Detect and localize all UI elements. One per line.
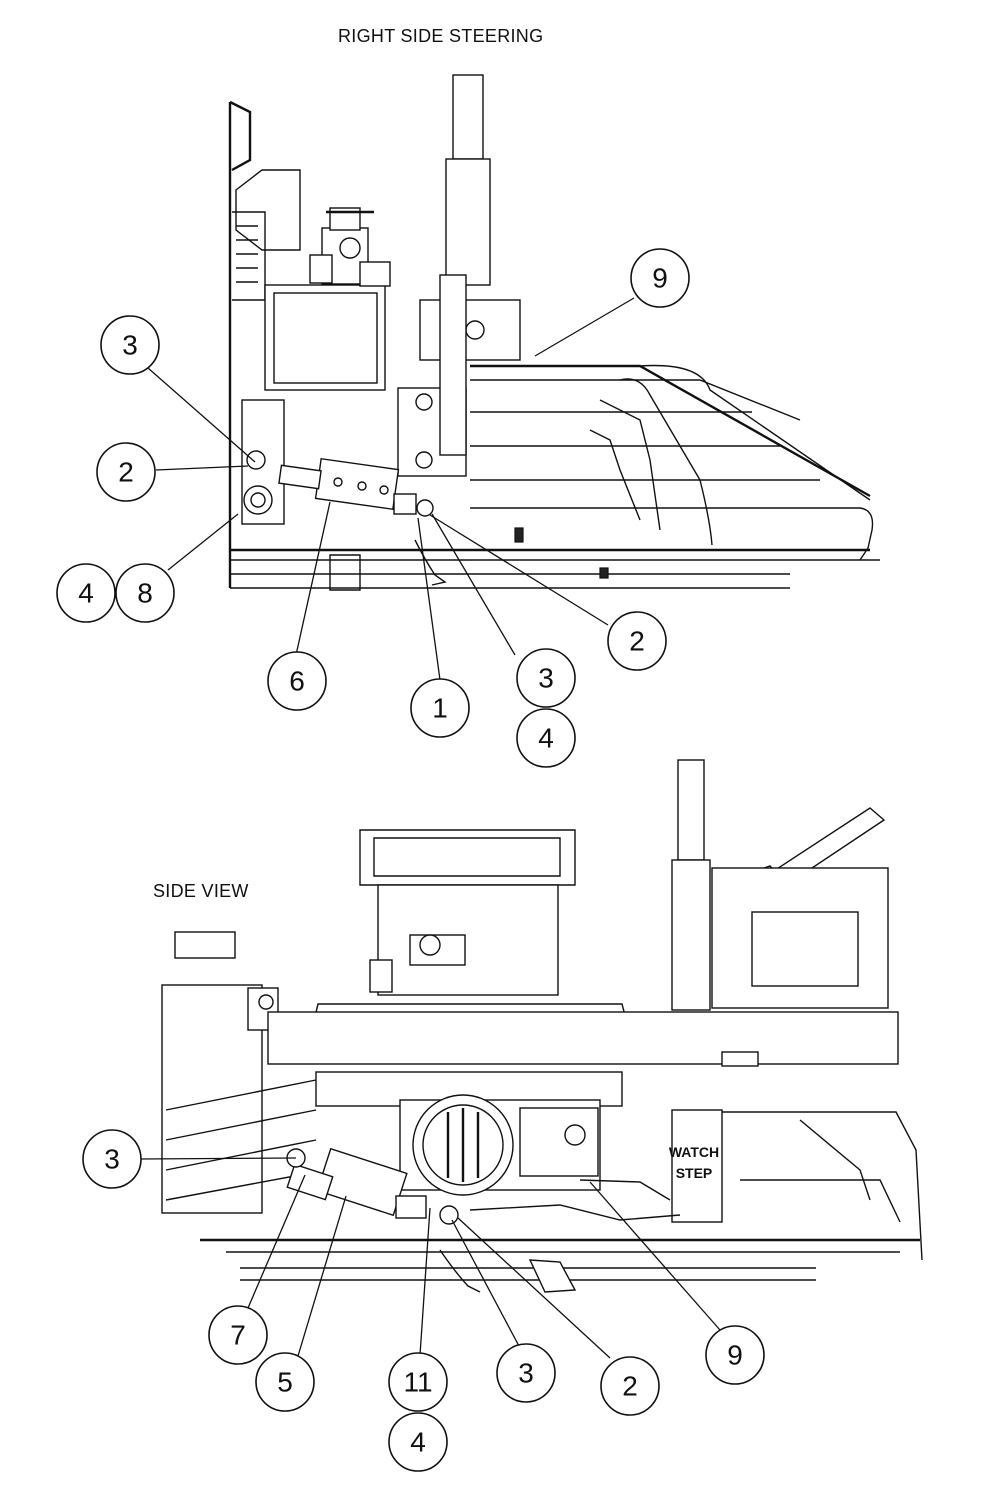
- top-view-drawing: [228, 74, 880, 591]
- svg-text:3: 3: [122, 330, 138, 361]
- svg-text:8: 8: [137, 578, 153, 609]
- callout-2-side: 2: [600, 1356, 660, 1416]
- side-view-callouts: 3 7 5 11 4 3 2 9: [82, 1129, 765, 1472]
- callout-3-center: 3: [516, 648, 576, 708]
- svg-text:3: 3: [104, 1144, 120, 1175]
- svg-text:7: 7: [230, 1320, 246, 1351]
- top-view-caption: RIGHT SIDE STEERING: [338, 26, 544, 46]
- side-view-drawing: allen WATCH STEP: [161, 759, 923, 1293]
- svg-text:4: 4: [410, 1427, 426, 1458]
- callout-5: 5: [255, 1352, 315, 1412]
- svg-text:2: 2: [629, 626, 645, 657]
- svg-text:1: 1: [432, 693, 448, 724]
- callout-4-side: 4: [388, 1412, 448, 1472]
- svg-text:2: 2: [118, 457, 134, 488]
- callout-2-right: 2: [607, 611, 667, 671]
- callout-8-left: 8: [115, 563, 175, 623]
- svg-text:11: 11: [403, 1367, 432, 1398]
- svg-text:5: 5: [277, 1367, 293, 1398]
- watch-label: WATCH: [669, 1144, 719, 1160]
- svg-text:4: 4: [538, 723, 554, 754]
- callout-11: 11: [388, 1352, 448, 1412]
- callout-7: 7: [208, 1305, 268, 1365]
- svg-text:6: 6: [289, 666, 305, 697]
- callout-1: 1: [410, 678, 470, 738]
- svg-text:9: 9: [652, 263, 668, 294]
- step-label: STEP: [676, 1165, 713, 1181]
- callout-3-upper-left: 3: [100, 315, 160, 375]
- svg-text:2: 2: [622, 1371, 638, 1402]
- callout-3-side-center: 3: [496, 1343, 556, 1403]
- svg-text:3: 3: [518, 1358, 534, 1389]
- svg-text:9: 9: [727, 1340, 743, 1371]
- svg-text:4: 4: [78, 578, 94, 609]
- side-view-caption: SIDE VIEW: [153, 881, 249, 901]
- callout-6: 6: [267, 651, 327, 711]
- top-view-callouts: 3 2 4 8 6 1 3 4: [56, 248, 690, 768]
- callout-9-top: 9: [630, 248, 690, 308]
- callout-9-side: 9: [705, 1325, 765, 1385]
- svg-text:3: 3: [538, 663, 554, 694]
- callout-4-left: 4: [56, 563, 116, 623]
- callout-4-center: 4: [516, 708, 576, 768]
- callout-3-side-left: 3: [82, 1129, 142, 1189]
- callout-2-left: 2: [96, 442, 156, 502]
